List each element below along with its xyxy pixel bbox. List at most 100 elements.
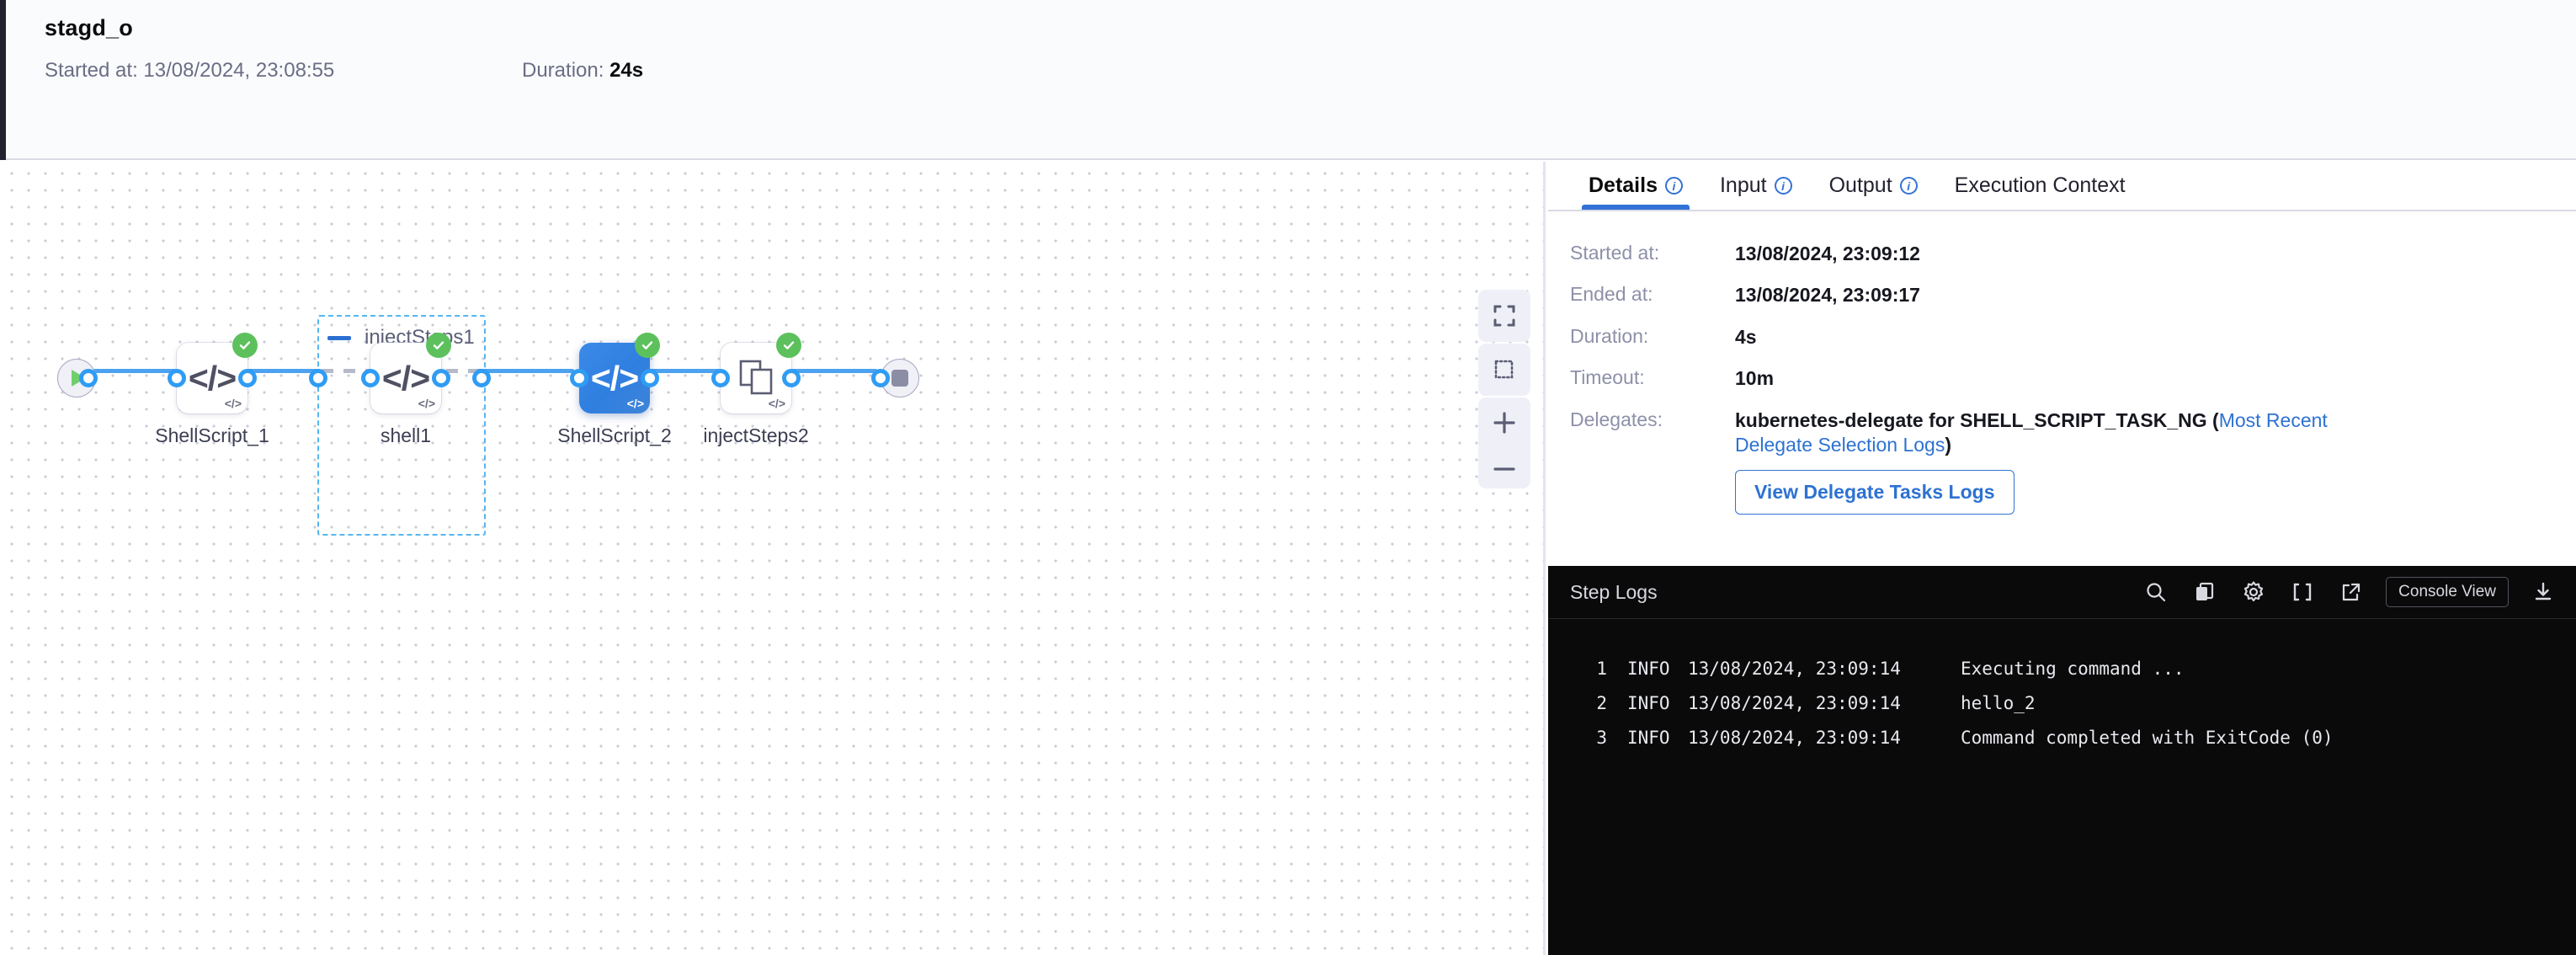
fit-to-screen-button[interactable] <box>1478 290 1530 342</box>
header-started-value: 13/08/2024, 23:08:55 <box>143 59 335 82</box>
node-shellscript-2[interactable]: </> </> <box>579 333 660 413</box>
detail-row-timeout: Timeout: 10m <box>1548 366 2576 408</box>
log-timestamp: 13/08/2024, 23:09:14 <box>1688 728 1901 748</box>
connector-start-to-shellscript1 <box>83 369 180 373</box>
header-duration-value: 24s <box>609 59 644 82</box>
code-corner-icon: </> <box>768 397 785 410</box>
delegates-text-end: ) <box>1945 434 1952 456</box>
log-timestamp: 13/08/2024, 23:09:14 <box>1688 659 1901 679</box>
detail-label-delegates: Delegates: <box>1570 408 1663 430</box>
code-icon: </> <box>590 358 639 397</box>
detail-label-timeout: Timeout: <box>1570 366 1645 389</box>
log-line-number: 1 <box>1596 659 1607 679</box>
header-started-label: Started at: <box>45 59 138 82</box>
code-icon: </> <box>188 358 237 397</box>
detail-row-delegates: Delegates: kubernetes-delegate for SHELL… <box>1548 408 2576 531</box>
gear-icon[interactable] <box>2239 578 2268 606</box>
page-title: stagd_o <box>45 15 133 40</box>
download-icon[interactable] <box>2529 578 2557 606</box>
node-label-shell1: shell1 <box>380 424 432 446</box>
details-content: Started at: 13/08/2024, 23:09:12 Ended a… <box>1548 211 2576 515</box>
log-severity: INFO <box>1627 728 1670 748</box>
node-shell1[interactable]: </> </> <box>370 333 451 413</box>
detail-value-timeout: 10m <box>1735 367 1775 390</box>
node-shellscript-1[interactable]: </> </> <box>177 333 258 413</box>
tab-output[interactable]: Output i <box>1811 162 1936 210</box>
panel-tabs: Details i Input i Output i Execution Con… <box>1548 162 2576 211</box>
port-shellscript2-out <box>641 369 659 387</box>
log-output[interactable]: 1 INFO 13/08/2024, 23:09:14 Executing co… <box>1548 618 2576 955</box>
detail-value-started-at: 13/08/2024, 23:09:12 <box>1735 243 1920 264</box>
log-line: 1 INFO 13/08/2024, 23:09:14 Executing co… <box>1548 659 2576 693</box>
detail-row-duration: Duration: 4s <box>1548 325 2576 366</box>
pipeline-canvas[interactable]: injectSteps1 </> </> ShellScript_1 <box>0 162 1546 955</box>
minus-icon[interactable] <box>1478 452 1530 486</box>
tab-details[interactable]: Details i <box>1570 162 1701 210</box>
tab-input-label: Input <box>1719 173 1767 197</box>
detail-value-ended-at: 13/08/2024, 23:09:17 <box>1735 284 1920 307</box>
port-injectsteps2-out <box>782 369 801 387</box>
tab-input[interactable]: Input i <box>1701 162 1811 210</box>
node-label-injectsteps2: injectSteps2 <box>703 424 809 446</box>
node-label-shellscript-2: ShellScript_2 <box>557 424 672 446</box>
delegate-selection-logs-link[interactable]: Most Recent Delegate Selection Logs <box>1735 408 2328 456</box>
info-icon[interactable]: i <box>1899 177 1918 195</box>
connector-injectsteps2-to-end <box>776 369 877 373</box>
header-accent-bar <box>0 0 6 160</box>
canvas-right-edge <box>1543 162 1546 955</box>
search-icon[interactable] <box>2142 578 2170 606</box>
plus-icon[interactable] <box>1478 400 1530 445</box>
port-shell1-in <box>361 369 380 387</box>
node-label-shellscript-1: ShellScript_1 <box>155 424 269 446</box>
connector-shellscript1-to-group <box>226 369 319 373</box>
log-severity: INFO <box>1627 659 1670 679</box>
code-corner-icon: </> <box>418 397 435 410</box>
detail-label-duration: Duration: <box>1570 324 1649 347</box>
info-icon[interactable]: i <box>1774 177 1792 195</box>
console-view-toggle-button[interactable]: Console View <box>2386 577 2509 607</box>
step-logs-console: Step Logs <box>1548 566 2576 955</box>
log-line: 2 INFO 13/08/2024, 23:09:14 hello_2 <box>1548 693 2576 728</box>
log-line: 3 INFO 13/08/2024, 23:09:14 Command comp… <box>1548 728 2576 762</box>
fullscreen-icon[interactable] <box>2288 578 2317 606</box>
view-delegate-tasks-logs-button[interactable]: View Delegate Tasks Logs <box>1735 469 2014 515</box>
tab-details-label: Details <box>1589 173 1658 197</box>
detail-label-ended-at: Ended at: <box>1570 283 1653 306</box>
status-badge <box>426 333 451 358</box>
tab-output-label: Output <box>1828 173 1892 197</box>
port-shellscript1-in <box>168 369 186 387</box>
port-group-in <box>309 369 327 387</box>
console-toolbar: Step Logs <box>1548 566 2576 619</box>
selection-box-icon <box>1478 344 1530 396</box>
port-injectsteps2-in <box>711 369 730 387</box>
delegates-text: kubernetes-delegate for SHELL_SCRIPT_TAS… <box>1735 408 2219 431</box>
port-end-in <box>871 369 890 387</box>
node-injectsteps2[interactable]: </> <box>721 333 801 413</box>
connector-group-out-dashed <box>424 369 482 373</box>
fullscreen-icon <box>1478 290 1530 342</box>
connector-group-in-dashed <box>322 369 370 373</box>
zoom-controls[interactable] <box>1478 397 1530 488</box>
log-message: Executing command ... <box>1961 659 2185 679</box>
console-toolbar-actions: Console View <box>2142 577 2557 607</box>
stop-icon <box>891 370 908 387</box>
header-duration: Duration: 24s <box>522 59 643 83</box>
status-badge <box>776 333 801 358</box>
detail-value-delegates: kubernetes-delegate for SHELL_SCRIPT_TAS… <box>1735 408 2408 515</box>
info-icon[interactable]: i <box>1664 177 1683 195</box>
port-start-out <box>79 369 98 387</box>
copy-icon[interactable] <box>2190 578 2219 606</box>
code-corner-icon: </> <box>224 397 242 410</box>
step-group-injectSteps1[interactable] <box>317 315 486 536</box>
detail-row-ended-at: Ended at: 13/08/2024, 23:09:17 <box>1548 283 2576 324</box>
open-external-icon[interactable] <box>2337 578 2366 606</box>
port-shell1-out <box>432 369 450 387</box>
port-group-out <box>472 369 491 387</box>
log-line-number: 3 <box>1596 728 1607 748</box>
header-started-at: Started at: 13/08/2024, 23:08:55 <box>45 59 334 83</box>
stacked-squares-icon <box>737 357 775 400</box>
tab-execution-context[interactable]: Execution Context <box>1936 162 2144 210</box>
marquee-select-button[interactable] <box>1478 344 1530 396</box>
code-icon: </> <box>381 358 430 397</box>
collapse-minus-icon[interactable] <box>327 335 351 340</box>
